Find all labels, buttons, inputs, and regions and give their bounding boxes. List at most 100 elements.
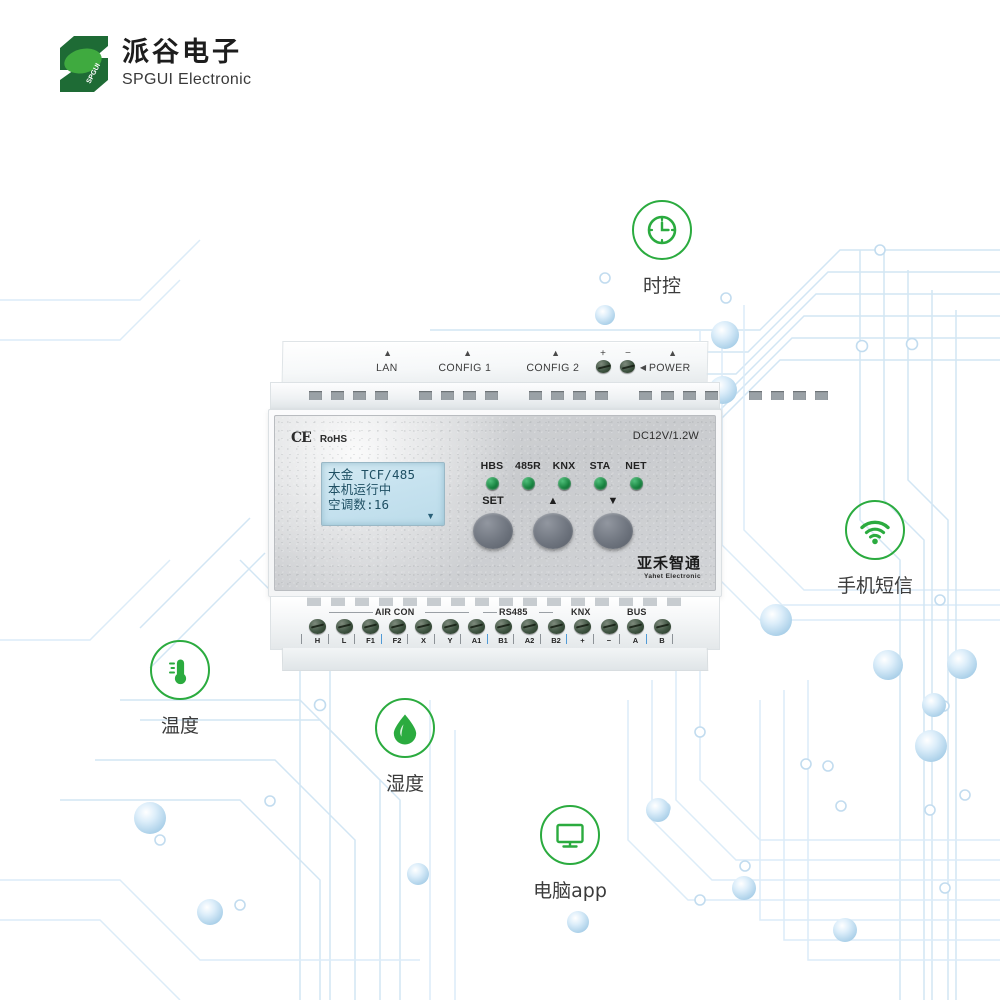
device-vent-strip [270,382,828,410]
terminal-tab [643,597,657,606]
vent-slot [683,391,696,400]
down-button-label: ▼ [607,495,619,507]
led-label: NET [625,460,647,472]
set-button[interactable]: SET [467,496,519,549]
terminal-label: F1 [366,636,375,645]
terminal-label: − [606,636,612,645]
terminal-label: L [341,636,347,645]
led-indicator [557,477,571,490]
logo-en-text: SPGUI Electronic [122,71,252,89]
monitor-icon [540,805,600,865]
vent-slot [309,391,322,400]
power-label: POWER [648,362,691,374]
feature-label: 电脑app [533,880,607,902]
terminal-divider [592,634,594,644]
terminal-label: B1 [498,636,508,645]
led-label: HBS [480,460,504,472]
terminal-tab [547,597,561,606]
power-minus-label: − [624,348,632,359]
terminal-tab [523,597,537,606]
terminal-tab [379,597,393,606]
water-drop-icon [375,698,435,758]
spgui-leaf-logo-icon: SPGUI [58,34,110,94]
clock-icon [632,200,692,260]
terminal-divider [354,634,355,644]
terminal-divider [433,634,435,644]
led-sta: STA [583,460,617,490]
terminal-divider [327,634,329,644]
terminal-label: B [659,636,665,645]
terminal-tab [355,597,369,606]
power-rating-label: DC12V/1.2W [632,430,699,442]
brushed-metal-panel: CE RoHS DC12V/1.2W 大金 TCF/485 本机运行中 空调数:… [274,415,716,591]
group-line-rs485 [483,612,497,613]
up-button-label: ▲ [547,495,559,507]
set-button-label: SET [482,495,504,507]
up-button[interactable]: ▲ [527,496,579,549]
terminal-label: B2 [551,636,561,645]
ce-mark: CE [291,430,312,446]
terminal-divider [566,634,567,644]
terminal-group-bus: BUS [627,607,647,617]
lcd-line-2: 本机运行中 [328,482,392,497]
terminal-screw[interactable] [600,619,618,634]
certification-marks: CE RoHS [291,430,347,446]
power-terminal-minus[interactable] [619,360,636,373]
terminal-divider [672,634,673,644]
down-button[interactable]: ▼ [587,496,639,549]
feature-humidity: 湿度 [345,698,465,796]
terminal-screw[interactable] [441,619,459,634]
terminal-label: + [580,636,585,645]
terminal-label: A1 [471,636,482,645]
rohs-mark: RoHS [319,434,348,445]
terminal-divider [513,634,514,644]
terminal-label: A [632,636,639,645]
terminal-tab [619,597,633,606]
feature-label: 时控 [642,275,681,297]
vent-slot [375,391,388,400]
set-button-cap[interactable] [473,513,513,549]
led-indicator [485,477,499,490]
vent-slot [705,391,718,400]
terminal-screw[interactable] [309,619,326,634]
terminal-group-rs485: RS485 [499,607,528,617]
vent-slot [793,391,806,400]
terminal-screw[interactable] [494,619,512,634]
terminal-label: A2 [524,636,535,645]
vent-slot [815,391,828,400]
terminal-screw[interactable] [388,619,406,634]
device-front-face: CE RoHS DC12V/1.2W 大金 TCF/485 本机运行中 空调数:… [268,409,722,597]
company-logo: SPGUI 派谷电子 SPGUI Electronic [58,34,251,94]
feature-sms: 手机短信 [815,500,935,598]
feature-label: 温度 [160,715,199,737]
terminal-tab [667,597,681,606]
vent-slot [661,391,674,400]
terminal-tab [499,597,513,606]
terminal-divider [380,634,382,644]
up-button-cap[interactable] [533,513,573,549]
terminal-screw[interactable] [627,619,644,634]
feature-label: 湿度 [385,773,424,795]
terminal-tab [451,597,465,606]
terminal-screw[interactable] [574,619,591,634]
terminal-screw[interactable] [362,619,379,634]
led-label: STA [589,460,611,472]
lcd-line-3: 空调数:16 [328,497,390,512]
led-knx: KNX [547,460,581,490]
port-label-config2: CONFIG 2 [526,362,580,374]
led-485r: 485R [511,460,545,490]
terminal-screw[interactable] [547,619,565,634]
thermometer-icon [150,640,210,700]
vent-slot [573,391,586,400]
down-button-cap[interactable] [593,513,633,549]
terminal-screw[interactable] [468,619,485,634]
terminal-screw[interactable] [521,619,538,634]
terminal-screw[interactable] [653,619,671,634]
feature-label: 手机短信 [836,575,913,597]
terminal-screw[interactable] [335,619,353,634]
lcd-display[interactable]: 大金 TCF/485 本机运行中 空调数:16 ▼ [321,462,445,526]
terminal-divider [407,634,408,644]
terminal-screw[interactable] [415,619,432,634]
power-terminal-plus[interactable] [595,360,612,373]
